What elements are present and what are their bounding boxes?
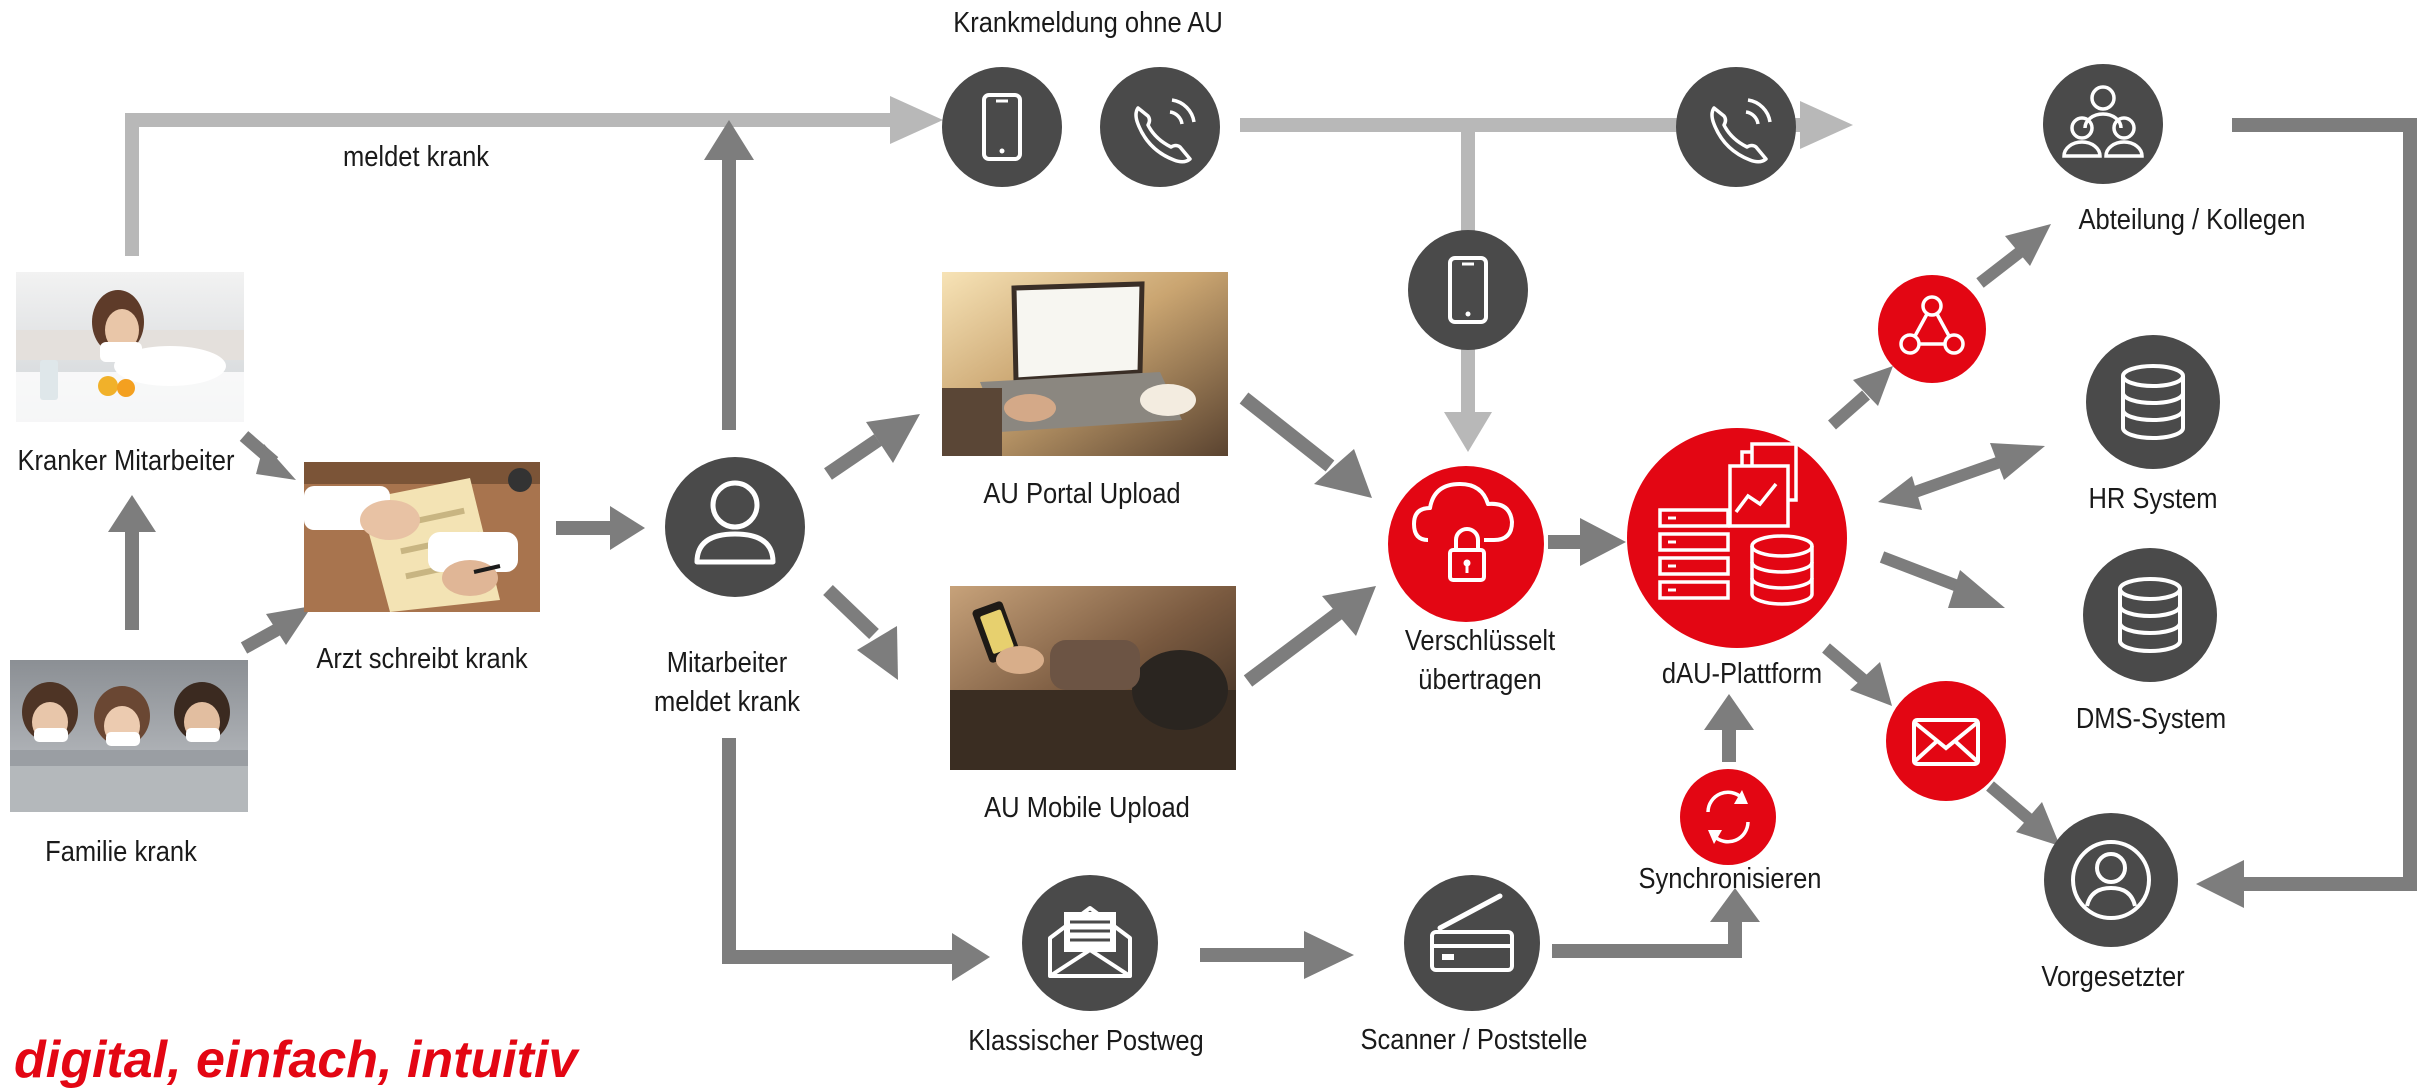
label-meldet-krank-top: meldet krank <box>342 141 490 173</box>
letter-icon <box>1022 875 1158 1011</box>
user-icon <box>665 457 805 597</box>
label-familie-krank: Familie krank <box>45 836 197 868</box>
label-synchronisieren: Synchronisieren <box>1638 863 1822 895</box>
label-mitarbeiter: Mitarbeiter <box>666 647 788 679</box>
label-arzt-schreibt-krank: Arzt schreibt krank <box>316 643 528 675</box>
scanner-icon <box>1404 875 1540 1011</box>
doctor-writing-photo <box>304 462 540 612</box>
label-au-portal-upload: AU Portal Upload <box>983 478 1181 510</box>
arrows-phone-path <box>125 96 1853 452</box>
label-abteilung-kollegen: Abteilung / Kollegen <box>2078 204 2306 236</box>
group-icon <box>2043 64 2163 184</box>
phone-call-icon <box>1100 67 1220 187</box>
mail-icon <box>1886 681 2006 801</box>
label-klassischer-postweg: Klassischer Postweg <box>968 1025 1204 1057</box>
sync-icon <box>1680 769 1776 865</box>
database-icon <box>2086 335 2220 469</box>
user-circle-icon <box>2044 813 2178 947</box>
server-database-icon <box>1627 428 1847 648</box>
label-verschluesselt: Verschlüsselt <box>1404 625 1556 657</box>
sick-family-photo <box>10 660 248 812</box>
label-meldet-krank: meldet krank <box>653 686 801 718</box>
phone-call-icon <box>1676 67 1796 187</box>
sick-employee-photo <box>16 272 244 422</box>
label-au-mobile-upload: AU Mobile Upload <box>984 792 1190 824</box>
label-vorgesetzter: Vorgesetzter <box>2041 961 2185 993</box>
label-dms-system: DMS-System <box>2075 703 2227 735</box>
laptop-upload-photo <box>942 272 1228 456</box>
arrows-process <box>108 118 2417 981</box>
label-hr-system: HR System <box>2088 483 2218 515</box>
database-icon <box>2083 548 2217 682</box>
cloud-lock-icon <box>1388 466 1544 622</box>
share-icon <box>1878 275 1986 383</box>
label-kranker-mitarbeiter: Kranker Mitarbeiter <box>17 445 235 477</box>
label-scanner-poststelle: Scanner / Poststelle <box>1360 1024 1588 1056</box>
label-dau-plattform: dAU-Plattform <box>1661 658 1823 690</box>
mobile-upload-photo <box>950 586 1236 770</box>
slogan: digital, einfach, intuitiv <box>14 1031 578 1089</box>
smartphone-icon <box>942 67 1062 187</box>
label-krankmeldung-ohne-au: Krankmeldung ohne AU <box>953 7 1223 39</box>
au-process-diagram <box>10 64 2417 1011</box>
smartphone-icon <box>1408 230 1528 350</box>
label-uebertragen: übertragen <box>1418 664 1542 696</box>
